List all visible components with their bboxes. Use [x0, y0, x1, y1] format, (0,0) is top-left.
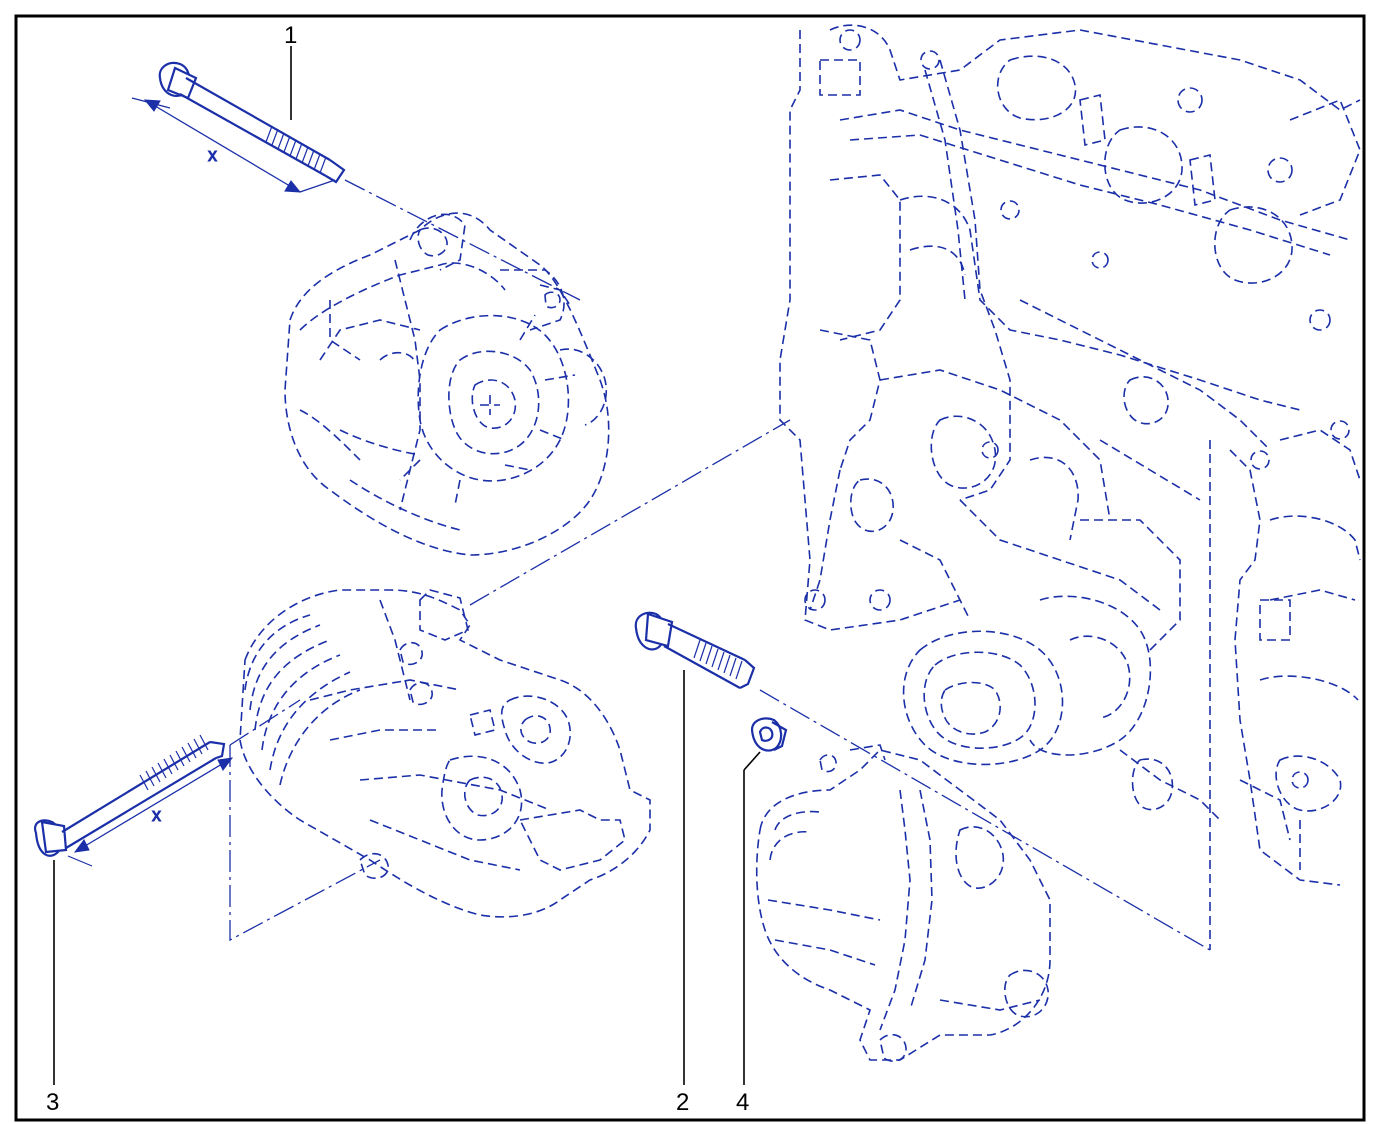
callout-label-4: 4	[736, 1089, 749, 1116]
nut-4	[750, 717, 788, 752]
engine-fastener-holes	[804, 29, 1350, 789]
dimension-label-lower: x	[152, 805, 161, 825]
callout-3: 3	[46, 860, 59, 1116]
callout-label-2: 2	[676, 1089, 689, 1116]
starter-motor	[755, 744, 1051, 1062]
dimension-label-upper: x	[208, 145, 217, 165]
diagram-frame	[14, 14, 1366, 1122]
callout-label-1: 1	[284, 22, 297, 49]
bolt-1	[158, 61, 346, 184]
callout-2: 2	[676, 670, 689, 1116]
bolt-1-dimension: x	[131, 97, 336, 193]
callout-label-3: 3	[46, 1089, 59, 1116]
ac-compressor	[239, 589, 651, 918]
bolt-3	[34, 734, 226, 857]
bolt-3-dimension: x	[67, 757, 234, 867]
bolt-2	[634, 611, 756, 689]
callout-4: 4	[736, 751, 761, 1116]
engine-block	[779, 24, 1361, 950]
alignment-lines	[229, 179, 1211, 951]
callout-1: 1	[284, 22, 297, 120]
alternator	[284, 212, 610, 556]
